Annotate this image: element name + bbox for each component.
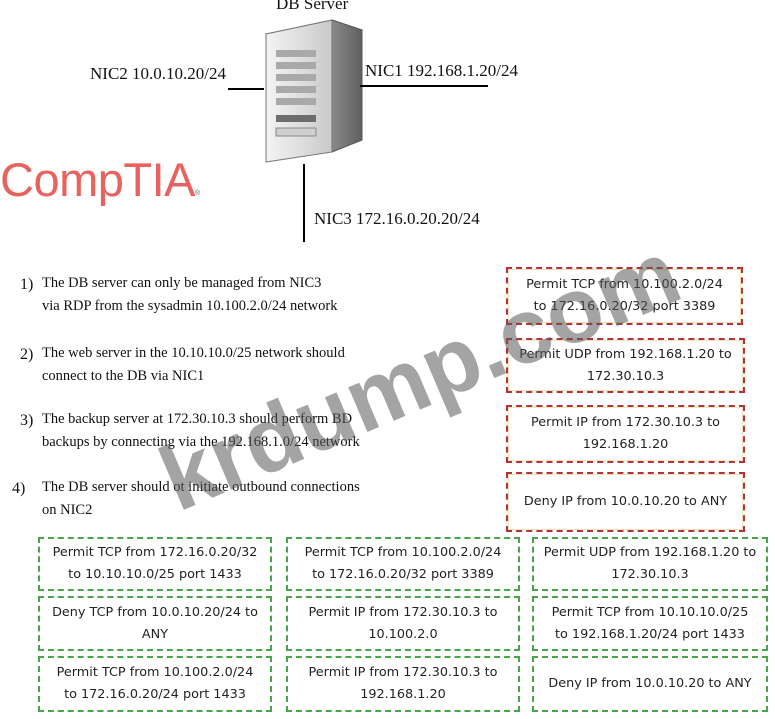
requirement-line: via RDP from the sysadmin 10.100.2.0/24 … [42, 298, 338, 314]
rule-line: 192.168.1.20 [582, 437, 669, 452]
nic2-line [228, 88, 264, 90]
requirement-text: The web server in the 10.10.10.0/25 netw… [42, 342, 345, 388]
rule-line: to 172.16.0.20/32 port 3389 [533, 299, 716, 314]
rule-line: to 10.10.10.0/25 port 1433 [68, 567, 242, 582]
requirement-number: 2) [20, 346, 34, 363]
server-icon [264, 19, 364, 163]
rule-option[interactable]: Permit TCP from 10.100.2.0/24 to 172.16.0… [38, 656, 272, 712]
requirement-line: on NIC2 [42, 502, 93, 518]
rule-line: ANY [141, 626, 169, 642]
rule-option[interactable]: Deny TCP from 10.0.10.20/24 to ANY [38, 596, 272, 651]
rule-option[interactable]: Permit UDP from 192.168.1.20 to 172.30.10… [532, 537, 768, 591]
requirement-line: The DB server can only be managed from N… [42, 275, 322, 291]
answer-slot-3[interactable]: Permit IP from 172.30.10.3 to 192.168.1.2… [506, 405, 745, 463]
rule-line: Permit IP from 172.30.10.3 to [308, 665, 498, 680]
rule-line: Deny IP from 10.0.10.20 to ANY [523, 494, 728, 509]
nic2-label: NIC2 10.0.10.20/24 [90, 64, 226, 83]
rule-option[interactable]: Permit TCP from 172.16.0.20/32 to 10.10.1… [38, 537, 272, 591]
requirement-line: connect to the DB via NIC1 [42, 368, 205, 384]
rule-line: Permit TCP from 10.100.2.0/24 [56, 665, 254, 680]
comptia-logo: CompTIA® [0, 152, 200, 207]
rule-line: Permit UDP from 192.168.1.20 to [543, 545, 757, 560]
rule-line: 172.30.10.3 [611, 567, 689, 582]
requirement-line: The backup server at 172.30.10.3 should … [42, 411, 353, 427]
rule-line: to 172.16.0.20/24 port 1433 [64, 687, 246, 702]
requirement-number: 3) [20, 412, 34, 429]
requirement-line: The DB server should ot initiate outboun… [42, 479, 360, 495]
diagram-title: DB Server [276, 0, 349, 13]
nic3-line [303, 164, 305, 242]
nic1-line [360, 85, 488, 87]
rule-line: Permit IP from 172.30.10.3 to [308, 604, 498, 620]
requirement-line: The web server in the 10.10.10.0/25 netw… [42, 345, 345, 361]
rule-line: 192.168.1.20 [360, 687, 446, 702]
rule-line: to 192.168.1.20/24 port 1433 [555, 626, 745, 642]
rule-line: Permit TCP from 10.100.2.0/24 [304, 545, 502, 560]
rule-option[interactable]: Permit TCP from 10.10.10.0/25 to 192.168.… [532, 596, 768, 651]
rule-line: Permit TCP from 10.100.2.0/24 [526, 277, 723, 292]
rule-line: Permit TCP from 172.16.0.20/32 [52, 545, 258, 560]
answer-slot-1[interactable]: Permit TCP from 10.100.2.0/24 to 172.16.0… [506, 267, 743, 325]
rule-line: 172.30.10.3 [586, 368, 665, 384]
rule-option[interactable]: Permit IP from 172.30.10.3 to 10.100.2.0 [286, 596, 520, 651]
requirement-text: The DB server should ot initiate outboun… [42, 476, 360, 522]
rule-line: to 172.16.0.20/32 port 3389 [312, 567, 494, 582]
rule-line: Deny IP from 10.0.10.20 to ANY [548, 676, 752, 691]
requirement-line: backups by connecting via the 192.168.1.… [42, 434, 360, 450]
rule-line: Permit IP from 172.30.10.3 to [531, 415, 720, 430]
rule-option[interactable]: Permit TCP from 10.100.2.0/24 to 172.16.0… [286, 537, 520, 591]
nic3-label: NIC3 172.16.0.20.20/24 [314, 209, 480, 228]
comptia-logo-text: CompTIA [0, 153, 196, 206]
nic1-label: NIC1 192.168.1.20/24 [365, 61, 518, 80]
answer-slot-2[interactable]: Permit UDP from 192.168.1.20 to 172.30.10… [506, 338, 745, 393]
rule-option[interactable]: Deny IP from 10.0.10.20 to ANY [532, 656, 768, 712]
rule-option[interactable]: Permit IP from 172.30.10.3 to 192.168.1.2… [286, 656, 520, 712]
comptia-logo-mark: ® [195, 190, 200, 197]
requirement-text: The DB server can only be managed from N… [42, 272, 337, 318]
requirement-text: The backup server at 172.30.10.3 should … [42, 408, 360, 454]
requirement-number: 4) [12, 480, 26, 497]
rule-line: Permit UDP from 192.168.1.20 to [519, 346, 732, 362]
rule-line: Deny TCP from 10.0.10.20/24 to [52, 604, 258, 620]
rule-line: Permit TCP from 10.10.10.0/25 [551, 604, 749, 620]
requirement-number: 1) [20, 276, 34, 293]
answer-slot-4[interactable]: Deny IP from 10.0.10.20 to ANY [506, 472, 745, 532]
rule-line: 10.100.2.0 [368, 626, 438, 642]
